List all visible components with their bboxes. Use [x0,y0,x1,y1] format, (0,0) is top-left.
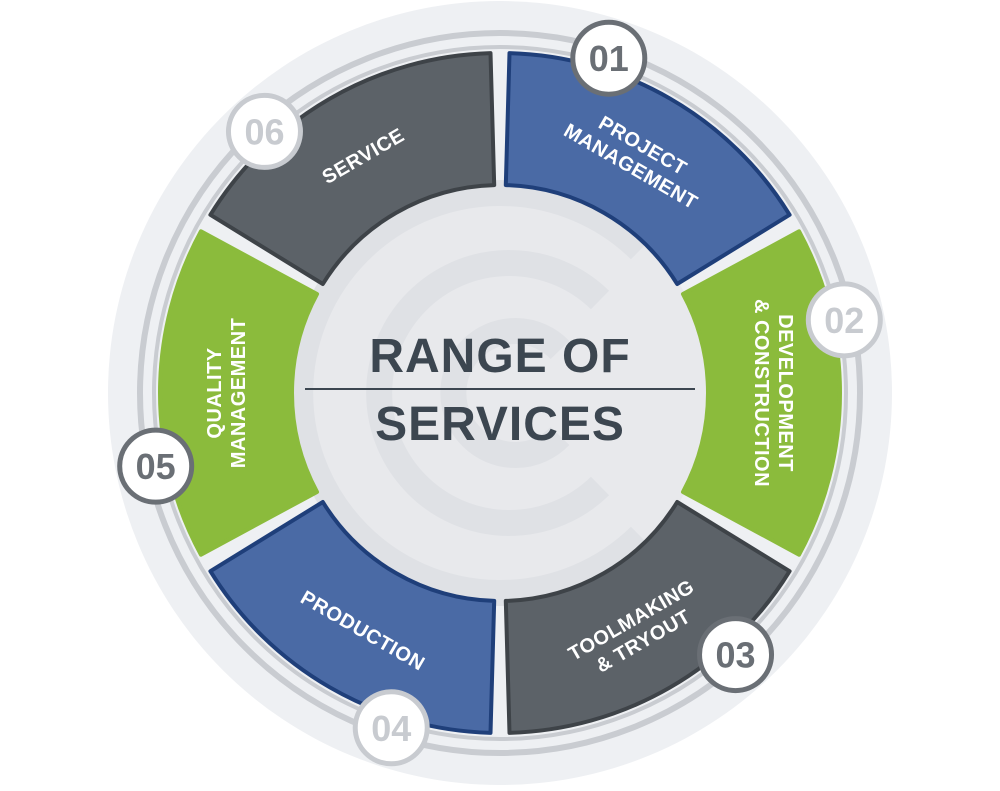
segment-development-and-construction: DEVELOPMENT& CONSTRUCTION [680,229,842,557]
badge-number: 05 [136,446,176,487]
number-badge-03: 03 [697,616,775,694]
number-badge-04: 04 [352,689,430,767]
center-title: RANGE OF SERVICES [305,330,695,451]
number-badge-01: 01 [570,19,648,97]
badge-circle [225,92,303,170]
badge-number: 03 [716,635,756,676]
segment-label-line: MANAGEMENT [228,318,250,469]
badge-number: 04 [371,708,411,749]
watermark-logo [287,180,650,606]
badge-circle [352,689,430,767]
title-line-1: RANGE OF [369,330,630,383]
segment-toolmaking-and-tryout: TOOLMAKING& TRYOUT [503,499,792,735]
outer-ring [137,30,863,756]
outer-ring-inner [152,45,848,741]
title-line-2: SERVICES [375,398,625,451]
segment-label-line: & CONSTRUCTION [750,299,772,487]
number-badge-02: 02 [805,281,883,359]
badge-circle [697,616,775,694]
badge-number: 02 [824,300,864,341]
number-badge-05: 05 [117,427,195,505]
badge-number: 01 [589,38,629,79]
badges-layer: 01 02 03 04 05 06 [117,19,883,767]
segment-label-line: DEVELOPMENT [774,314,796,472]
segment-service: SERVICE [208,51,497,287]
number-badge-06: 06 [225,92,303,170]
segment-label-line: QUALITY [204,347,226,438]
badge-number: 06 [244,111,284,152]
segment-label-development-and-construction: DEVELOPMENT& CONSTRUCTION [750,299,796,487]
badge-circle [805,281,883,359]
badge-circle [570,19,648,97]
badge-circle [117,427,195,505]
